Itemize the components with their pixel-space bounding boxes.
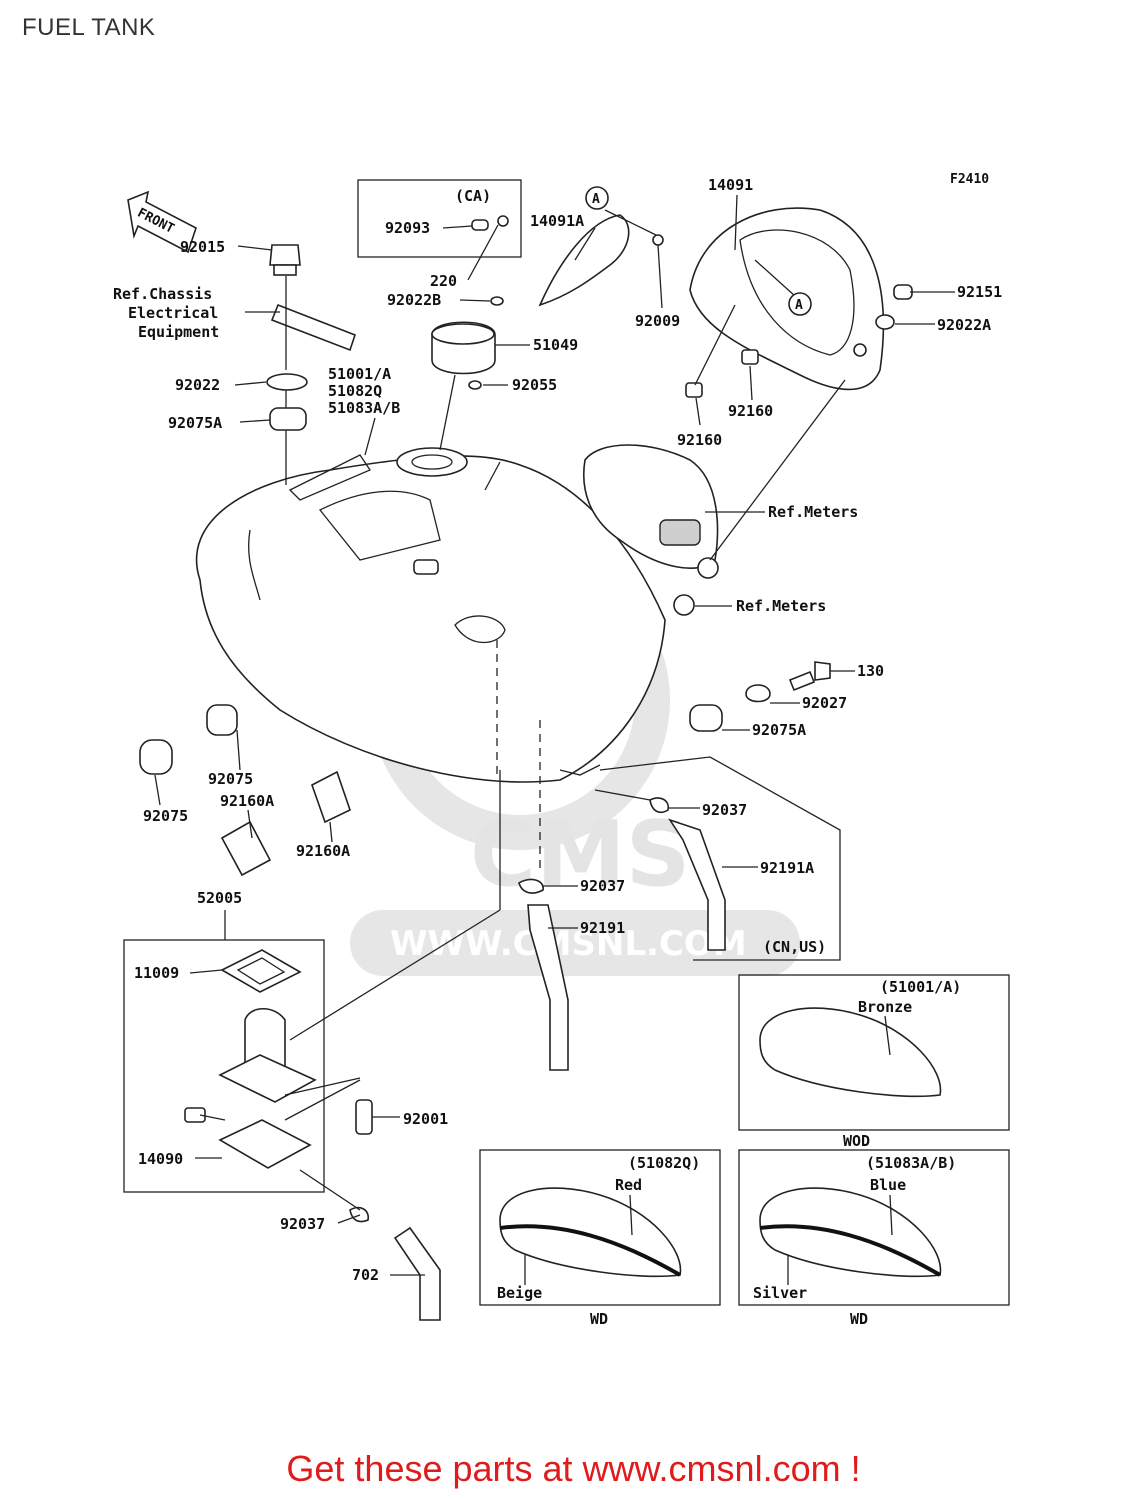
variant-1-region: WOD <box>843 1132 870 1150</box>
callout-92009: 92009 <box>635 312 680 330</box>
callout-51001: 51001/A <box>328 365 391 383</box>
marker-a-1-label: A <box>592 192 600 207</box>
callout-ref-chassis-3: Equipment <box>138 323 219 341</box>
callout-ca: (CA) <box>455 187 491 205</box>
variant-3-color-bottom: Silver <box>753 1284 807 1302</box>
callout-702: 702 <box>352 1266 379 1284</box>
watermark-brand: CMS <box>470 802 690 907</box>
variant-box-3 <box>738 1149 1010 1306</box>
meter-cover-14091A <box>538 214 630 307</box>
variant-box-1 <box>738 974 1010 1131</box>
ca-box <box>357 179 522 258</box>
figure-code: F2410 <box>950 172 989 187</box>
callout-92191: 92191 <box>580 919 625 937</box>
callout-92093: 92093 <box>385 219 430 237</box>
variant-2-color-bottom: Beige <box>497 1284 542 1302</box>
leader-lines <box>154 194 955 1276</box>
meter-cover-14091 <box>689 207 885 391</box>
page-title: FUEL TANK <box>22 14 156 41</box>
callout-labels: 92015 Ref.Chassis Electrical Equipment 9… <box>113 176 1002 1284</box>
marker-a-1 <box>585 186 609 210</box>
callout-92037-bottom: 92037 <box>280 1215 325 1233</box>
variant-box-2 <box>479 1149 721 1306</box>
callout-92075-mid: 92075 <box>208 770 253 788</box>
fuel-pump-assembly <box>123 939 325 1193</box>
variant-2-color-top: Red <box>615 1176 642 1194</box>
variant-3-code: (51083A/B) <box>866 1154 956 1172</box>
variant-3-color-top: Blue <box>870 1176 906 1194</box>
callout-92075a-top: 92075A <box>168 414 222 432</box>
callout-220: 220 <box>430 272 457 290</box>
callout-92075-left: 92075 <box>143 807 188 825</box>
variant-2-code: (51082Q) <box>628 1154 700 1172</box>
callout-cn-us: (CN,US) <box>763 938 826 956</box>
filler-cap-51049 <box>431 321 496 375</box>
callout-92160a-1: 92160A <box>220 792 274 810</box>
callout-14090: 14090 <box>138 1150 183 1168</box>
callout-92075a-right: 92075A <box>752 721 806 739</box>
callout-92037-center: 92037 <box>580 877 625 895</box>
callout-14091a: 14091A <box>530 212 584 230</box>
callout-51083ab: 51083A/B <box>328 399 400 417</box>
callout-92027: 92027 <box>802 694 847 712</box>
callout-92055: 92055 <box>512 376 557 394</box>
footer-link[interactable]: Get these parts at www.cmsnl.com ! <box>286 1448 861 1489</box>
variant-2-region: WD <box>590 1310 608 1328</box>
callout-92022: 92022 <box>175 376 220 394</box>
callout-ref-meters-2: Ref.Meters <box>736 597 826 615</box>
callout-51049: 51049 <box>533 336 578 354</box>
variant-labels: (51001/A) Bronze WOD (51082Q) Red Beige … <box>497 978 961 1328</box>
callout-92191a: 92191A <box>760 859 814 877</box>
callout-92160a-2: 92160A <box>296 842 350 860</box>
callout-130: 130 <box>857 662 884 680</box>
cn-us-box <box>599 756 841 961</box>
callout-ref-chassis: Ref.Chassis <box>113 285 212 303</box>
callout-92022b: 92022B <box>387 291 441 309</box>
variant-3-region: WD <box>850 1310 868 1328</box>
fuel-tank <box>195 447 666 783</box>
callout-92001: 92001 <box>403 1110 448 1128</box>
callout-ref-chassis-2: Electrical <box>128 304 218 322</box>
watermark-url: WWW.CMSNL.COM <box>390 924 747 964</box>
variant-1-code: (51001/A) <box>880 978 961 996</box>
callout-52005: 52005 <box>197 889 242 907</box>
callout-14091: 14091 <box>708 176 753 194</box>
callout-11009: 11009 <box>134 964 179 982</box>
marker-a-2-label: A <box>795 298 803 313</box>
callout-92160-a: 92160 <box>728 402 773 420</box>
callout-51082q: 51082Q <box>328 382 382 400</box>
speedometer <box>583 444 719 616</box>
callout-92037-right: 92037 <box>702 801 747 819</box>
variant-1-color: Bronze <box>858 998 912 1016</box>
marker-a-2 <box>788 292 812 316</box>
callout-92015: 92015 <box>180 238 225 256</box>
callout-92151: 92151 <box>957 283 1002 301</box>
callout-ref-meters-1: Ref.Meters <box>768 503 858 521</box>
watermark-url-pill <box>350 910 800 976</box>
callout-92160-b: 92160 <box>677 431 722 449</box>
hardware-parts <box>139 215 913 1321</box>
callout-92022a: 92022A <box>937 316 991 334</box>
